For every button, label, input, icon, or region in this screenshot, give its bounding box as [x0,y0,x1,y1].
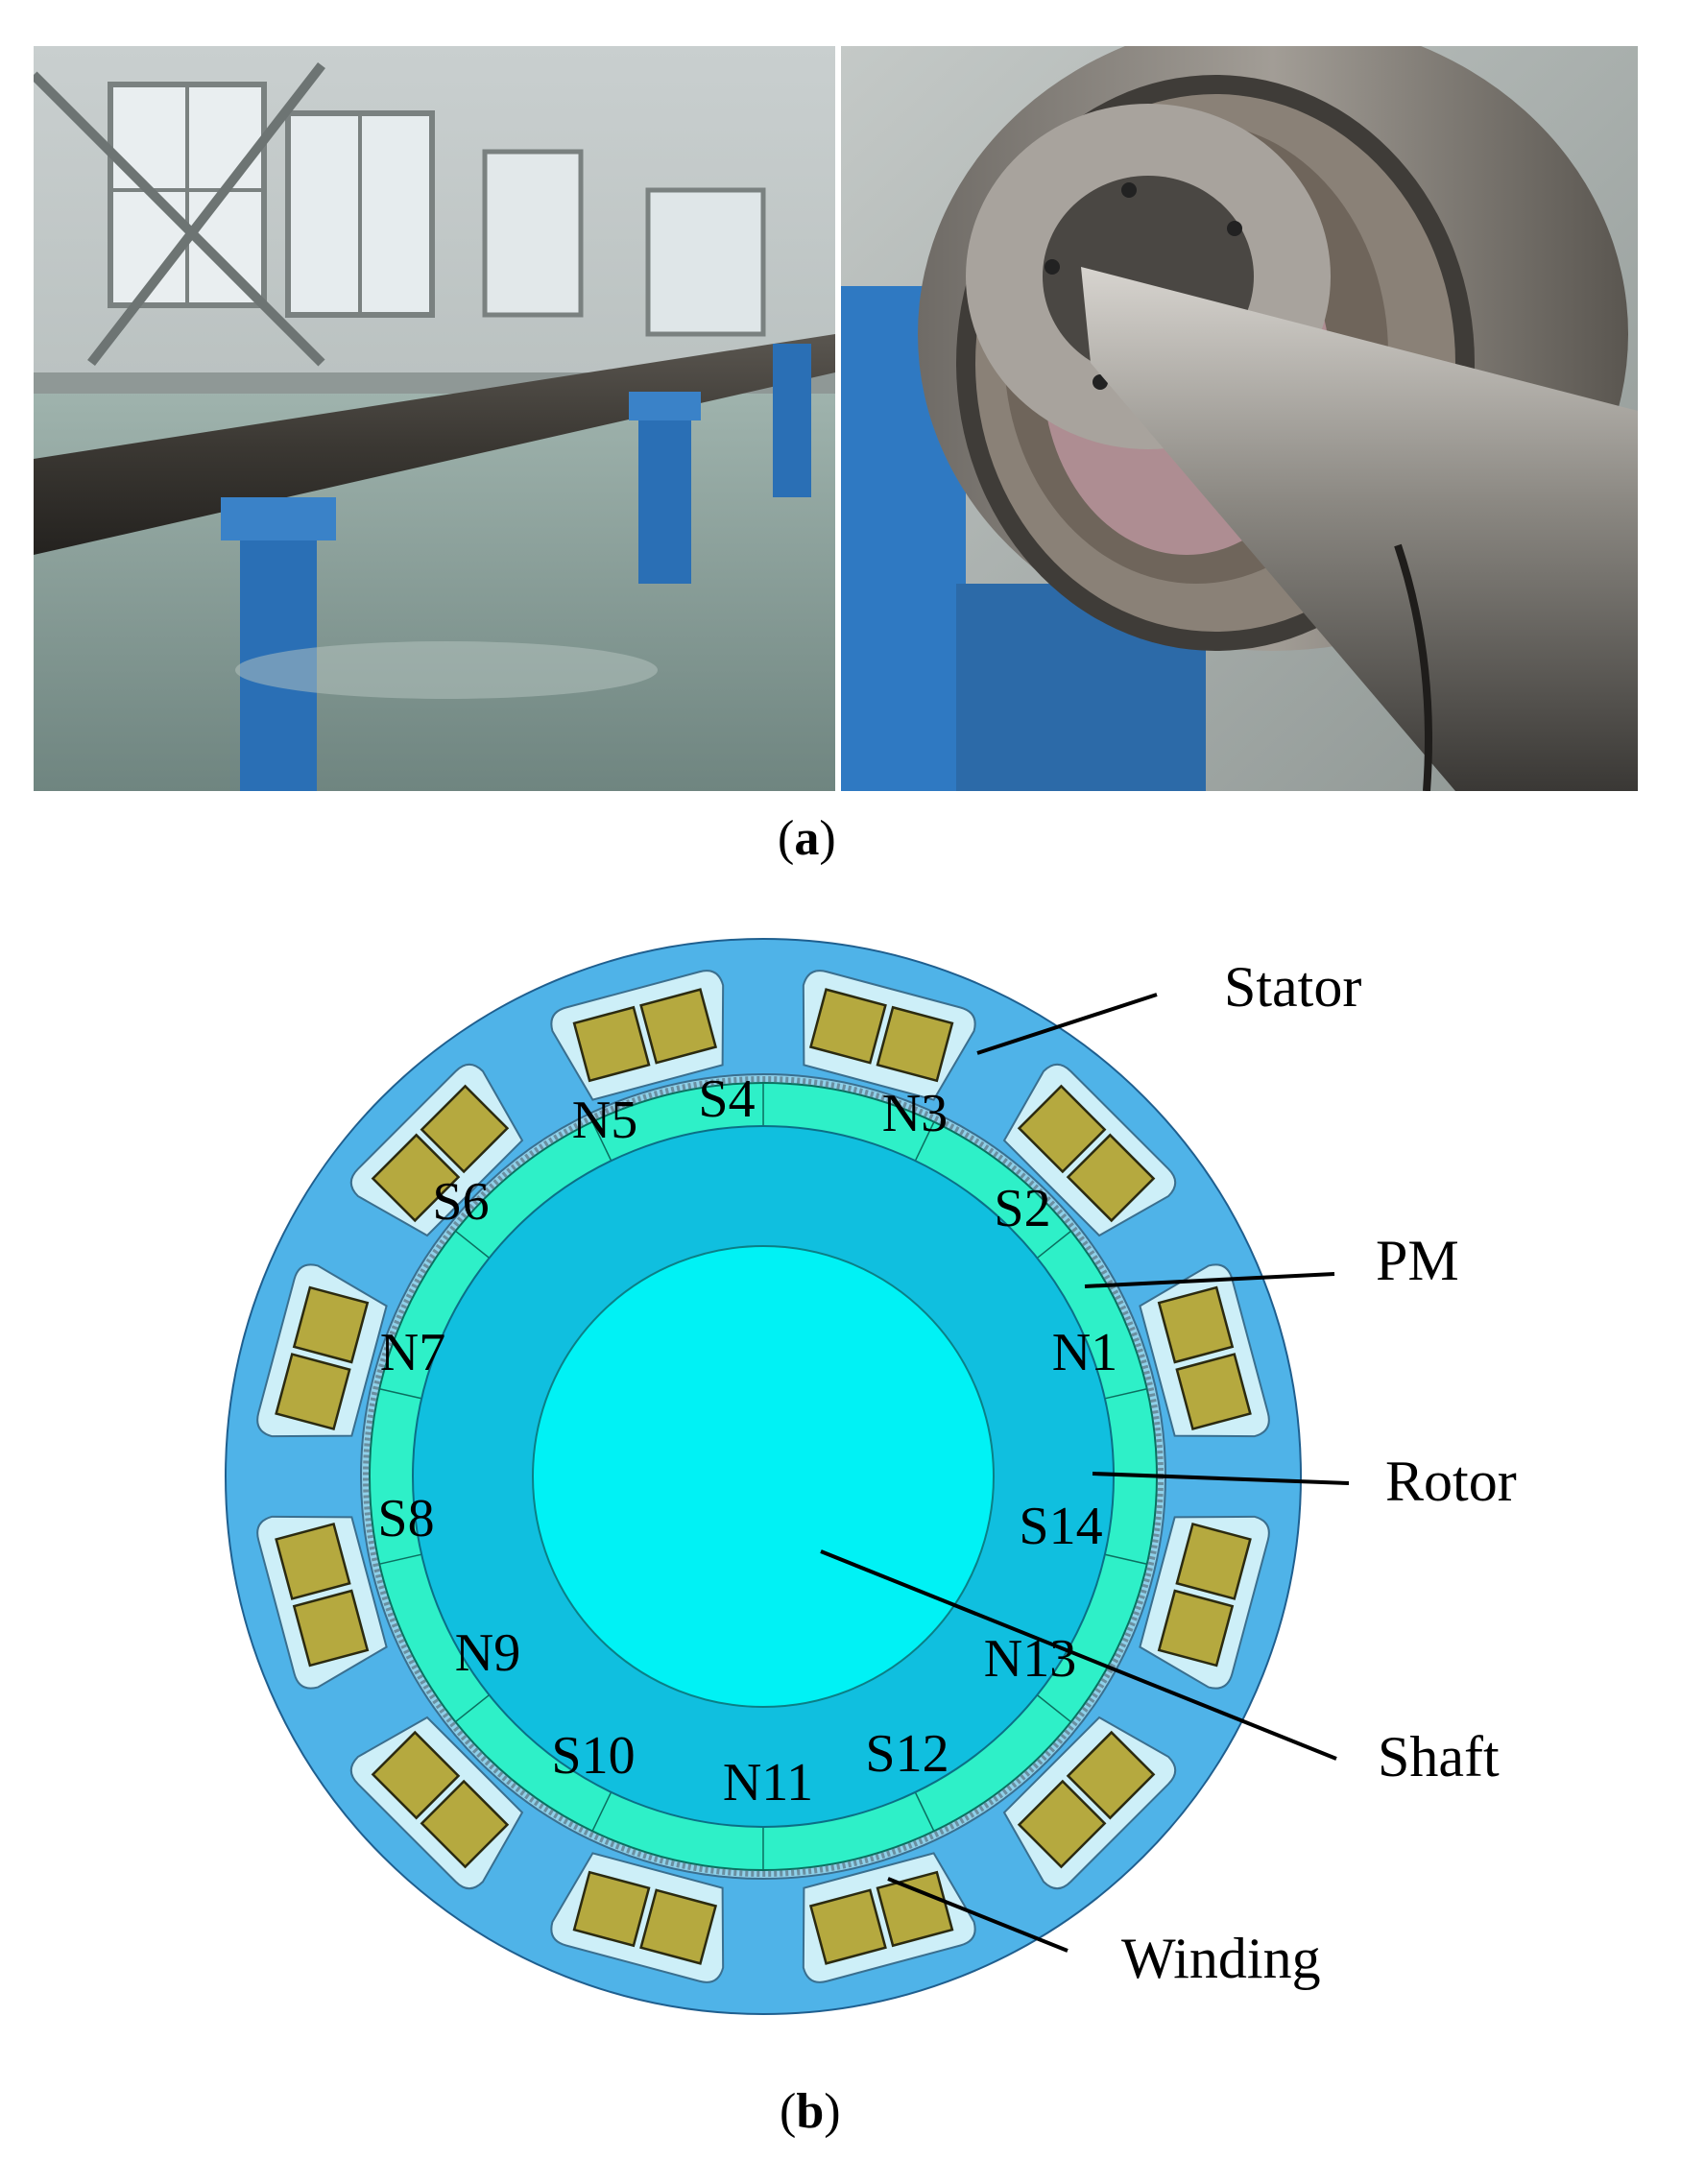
stator-slot [550,970,725,1101]
pm-segment-boundary [914,1791,935,1832]
caption-a: (a) [778,811,836,866]
winding-coil [1017,1779,1107,1869]
stator-slot [802,1852,976,1983]
winding-label: Winding [1121,1927,1321,1990]
pm-segment-boundary [455,1230,491,1259]
stator-slot [1002,1063,1177,1237]
winding-coil [1157,1285,1235,1364]
winding-coil [292,1589,370,1668]
winding-coil [1175,1522,1252,1600]
rotor-label: Rotor [1385,1450,1517,1513]
winding-coil [572,1870,651,1948]
pm-segment-boundary [1036,1694,1071,1723]
pm-segment-boundary [1036,1230,1072,1260]
pole-label: S4 [698,1069,755,1129]
pole-label: S6 [432,1172,489,1232]
pm-segment-boundary [1104,1553,1147,1565]
pm-segment-boundary [591,1121,612,1162]
pm-segment-boundary [1104,1388,1147,1400]
rotor-leader-line [1092,1472,1350,1485]
winding-coil [639,988,718,1065]
shaft-leader-line [820,1549,1337,1761]
pole-label: N7 [380,1323,445,1382]
winding-coil [1157,1589,1235,1668]
pole-label: S8 [377,1489,434,1548]
winding-coil [371,1730,461,1820]
pole-label: N3 [882,1084,948,1143]
winding-coil [808,988,887,1065]
winding-coil [808,1888,887,1965]
winding-leader-line [887,1877,1069,1953]
caption-b: (b) [780,2084,841,2139]
pm-segment-boundary [454,1693,491,1723]
stator-slot [1002,1716,1177,1890]
winding-coil [1066,1730,1156,1820]
pole-label: N13 [984,1629,1076,1689]
winding-coil [1175,1353,1252,1431]
shaft [532,1245,995,1708]
pole-label: S14 [1019,1497,1102,1556]
winding-coil [572,1005,651,1083]
pole-label: N5 [572,1091,637,1150]
winding-coil [639,1888,718,1965]
pm-label: PM [1376,1229,1459,1292]
winding-coil [420,1779,510,1869]
stator-slot [349,1716,524,1890]
winding-coil [1017,1084,1107,1174]
pm-segment-boundary [379,1388,422,1400]
winding-coil [275,1353,351,1431]
pole-label: S10 [551,1726,635,1786]
winding-coil [292,1285,370,1364]
pm-segment-boundary [379,1553,422,1565]
stator-slot [1139,1263,1270,1438]
pm-segment-boundary [591,1791,612,1832]
stator-slot [256,1515,388,1690]
winding-coil [876,1005,954,1083]
pole-label: N11 [723,1753,813,1812]
winding-coil [1066,1133,1156,1223]
stator-label: Stator [1224,955,1361,1019]
pole-label: S12 [865,1724,949,1784]
winding-coil [275,1522,351,1600]
pm-segment-boundary [914,1121,935,1162]
stator-slot [1139,1515,1270,1690]
motor-closeup-photo [841,46,1638,791]
shaft-label: Shaft [1378,1725,1500,1788]
stator-slot [802,970,976,1101]
pole-label: N1 [1052,1323,1117,1382]
pole-label: N9 [455,1623,520,1683]
winding-coil [371,1133,461,1223]
stator-slot [349,1063,524,1237]
stator-slot [256,1263,388,1438]
pm-leader-line [1084,1272,1335,1288]
pole-label: S2 [994,1179,1050,1238]
test-bench-photo [34,46,835,791]
stator-leader-line [976,993,1158,1055]
stator-slot [550,1852,725,1983]
winding-coil [420,1084,510,1174]
